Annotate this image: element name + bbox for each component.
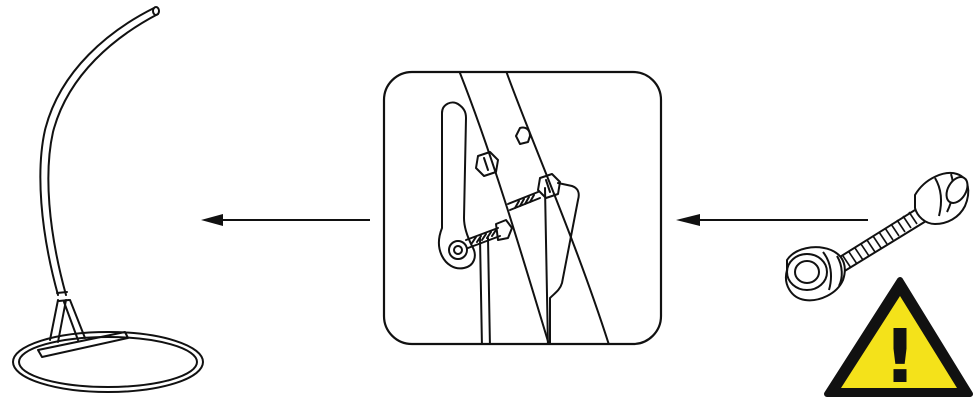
warning-triangle-icon: ! (824, 277, 973, 400)
arrow-left-icon (201, 214, 370, 226)
arrow-to-stand (195, 205, 375, 235)
arrow-left-icon (676, 214, 868, 226)
threaded-bolt-with-knob-icon (785, 172, 970, 302)
bolt-figure (775, 160, 975, 310)
arrow-to-detail (668, 205, 873, 235)
warning-sign: ! (815, 276, 975, 400)
bolt-attachment-detail-icon (382, 70, 663, 346)
warning-symbol: ! (883, 314, 917, 400)
attachment-detail-figure (380, 68, 665, 348)
chair-stand-figure (0, 0, 215, 400)
hanging-chair-stand-icon (12, 6, 204, 393)
